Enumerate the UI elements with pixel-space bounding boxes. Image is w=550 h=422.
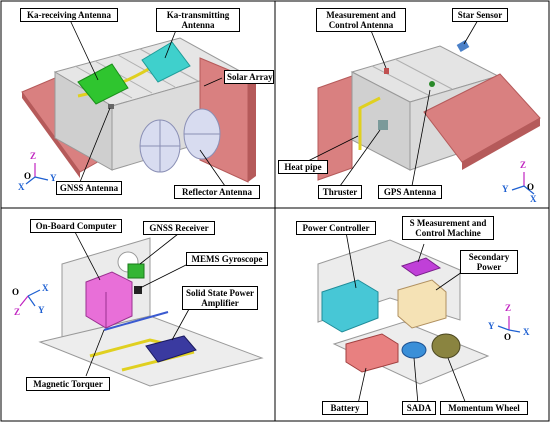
axis-triad-br (497, 316, 521, 333)
axis-triad-tl (25, 163, 49, 185)
solid-state-power-amplifier (145, 335, 197, 363)
axis-x-br: X (523, 327, 530, 337)
mems-gyroscope (134, 286, 142, 294)
magnetic-torquer (103, 311, 169, 331)
sada (401, 341, 427, 359)
label-heat-pipe: Heat pipe (278, 160, 328, 174)
label-s-measurement-control-machine: S Measurement and Control Machine (402, 216, 494, 240)
label-solar-array: Solar Array (224, 70, 274, 84)
axis-x-bl: X (42, 283, 49, 293)
axis-triad-tr (511, 172, 535, 195)
star-sensor (456, 40, 470, 52)
momentum-wheel (431, 333, 461, 359)
on-board-computer (85, 271, 133, 329)
axis-o-br: O (504, 332, 512, 342)
gnss-receiver (127, 263, 145, 279)
label-battery: Battery (322, 401, 368, 415)
satellite-exterior-right (317, 40, 541, 181)
gps-antenna (429, 81, 435, 87)
label-power-controller: Power Controller (296, 221, 376, 235)
ka-transmitting-antenna (141, 41, 191, 83)
label-ka-transmitting-antenna: Ka-transmitting Antenna (156, 8, 240, 32)
label-reflector-antenna: Reflector Antenna (174, 185, 260, 199)
leader-lines-tr (301, 19, 479, 187)
label-on-board-computer: On-Board Computer (30, 219, 122, 233)
label-measurement-control-antenna: Measurement and Control Antenna (316, 8, 406, 32)
power-controller (321, 279, 379, 333)
axis-z-bl: Z (14, 307, 21, 317)
label-gps-antenna: GPS Antenna (378, 185, 442, 199)
label-gnss-antenna: GNSS Antenna (56, 181, 122, 195)
gnss-antenna-part (108, 104, 114, 109)
axis-triad-bl (19, 289, 41, 307)
satellite-exterior-left (21, 37, 256, 183)
axis-z-tl: Z (30, 151, 37, 161)
axis-x-tr: X (530, 194, 537, 204)
leader-lines-tl (69, 19, 226, 187)
axis-z-tr: Z (520, 160, 527, 170)
axis-z-br: Z (505, 303, 512, 313)
axis-o-tr: O (527, 182, 535, 192)
axis-y-br: Y (488, 321, 495, 331)
label-ka-receiving-antenna: Ka-receiving Antenna (20, 8, 118, 22)
secondary-power (397, 279, 447, 329)
ka-receiving-antenna (77, 63, 129, 105)
label-gnss-receiver: GNSS Receiver (143, 221, 215, 235)
measurement-control-antenna (384, 68, 389, 74)
axis-x-tl: X (18, 182, 25, 192)
leader-lines-br (345, 231, 467, 405)
label-thruster: Thruster (318, 185, 362, 199)
axis-y-tl: Y (50, 173, 57, 183)
label-solid-state-power-amplifier: Solid State Power Amplifier (182, 286, 258, 310)
label-secondary-power: Secondary Power (460, 250, 518, 274)
interior-right (317, 239, 490, 385)
axis-y-bl: Y (38, 305, 45, 315)
axis-y-tr: Y (502, 184, 509, 194)
s-measurement-control-machine (400, 257, 442, 277)
axis-o-tl: O (24, 171, 32, 181)
interior-left (38, 237, 264, 387)
back-left-solar-panel (317, 75, 353, 181)
label-star-sensor: Star Sensor (452, 8, 508, 22)
label-magnetic-torquer: Magnetic Torquer (26, 377, 110, 391)
battery (345, 333, 399, 373)
label-sada: SADA (402, 401, 436, 415)
thruster (378, 120, 388, 130)
label-momentum-wheel: Momentum Wheel (440, 401, 528, 415)
axis-o-bl: O (12, 287, 20, 297)
label-mems-gyroscope: MEMS Gyroscope (186, 252, 268, 266)
